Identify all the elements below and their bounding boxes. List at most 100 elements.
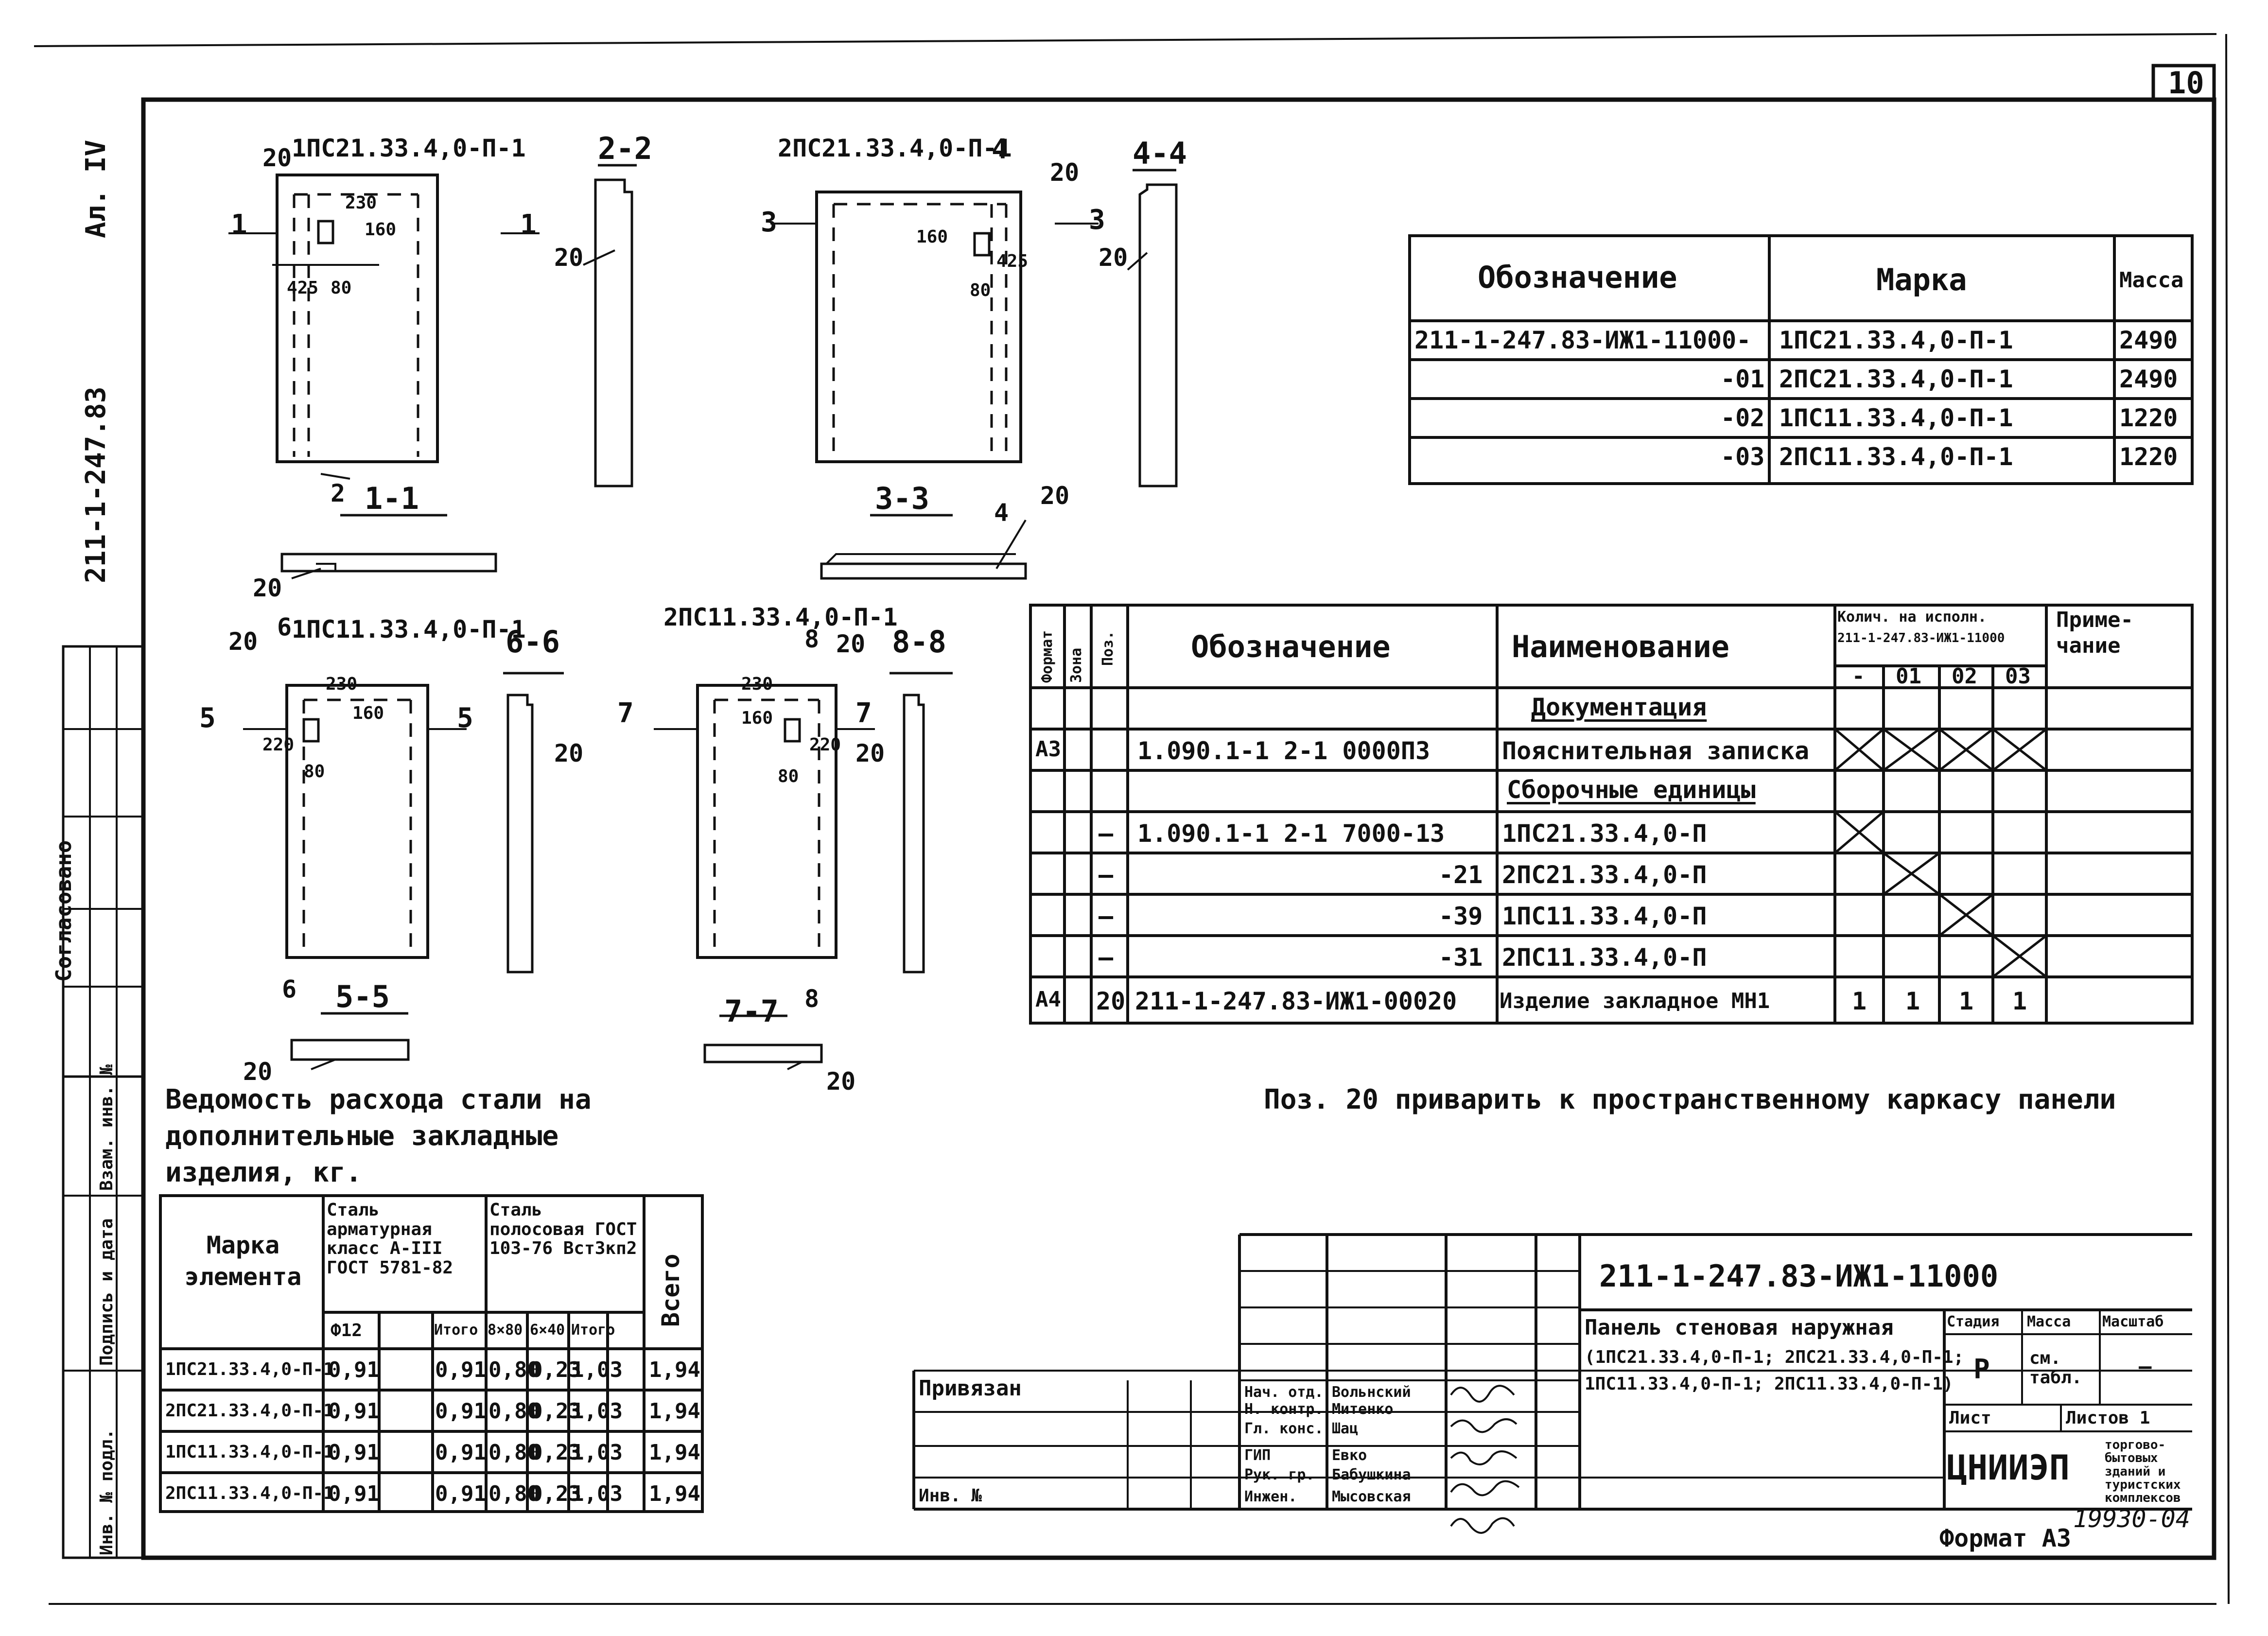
spec-row-5-pos: — <box>1099 943 1114 972</box>
panel-4-mark: 2ПС11.33.4,0-П-1 <box>663 603 898 631</box>
title-name-line-2: (1ПС21.33.4,0-П-1; 2ПС21.33.4,0-П-1; <box>1585 1347 1964 1367</box>
steel-row-3-mark: 1ПС11.33.4,0-П-1 <box>165 1442 334 1462</box>
spec-row-1-format: А3 <box>1035 737 1061 762</box>
margin-inv-label: Инв. № подл. <box>97 1428 117 1555</box>
cut-2-bottom: 2 <box>331 479 346 507</box>
panel-4-dim-80: 80 <box>778 766 799 786</box>
spec-qty-col-3: 02 <box>1952 664 1977 689</box>
role-6-name: Мысовская <box>1332 1488 1411 1505</box>
spec-row-2-pos: — <box>1099 819 1114 848</box>
spec-row-1-designation: 1.090.1-1 2-1 0000ПЗ <box>1137 737 1431 765</box>
steel-row-1-8x80: 0,80 <box>488 1358 540 1382</box>
steel-row-1-total: 1,94 <box>649 1358 700 1382</box>
panel-4-pos: 20 <box>836 630 866 658</box>
section-8-8-label: 8-8 <box>892 624 946 660</box>
steel-row-2-8x80: 0,80 <box>488 1399 540 1424</box>
section-7-7-pos: 20 <box>826 1067 856 1096</box>
section-2-2-label: 2-2 <box>598 131 652 166</box>
title-sheets-header: Листов 1 <box>2066 1408 2150 1428</box>
steel-row-2-phi12: 0,91 <box>328 1399 380 1424</box>
cut-8-top: 8 <box>804 625 820 653</box>
title-org: ЦНИИЭП <box>1947 1448 2070 1488</box>
role-5-name: Бабушкина <box>1332 1466 1411 1483</box>
section-8-8-shape <box>903 694 925 974</box>
role-3-title: Гл. конс. <box>1244 1420 1324 1437</box>
mass-row-4-mass: 1220 <box>2119 443 2178 471</box>
mass-row-2-mass: 2490 <box>2119 365 2178 393</box>
title-scale-value: — <box>2139 1354 2152 1379</box>
title-mass-value: см. табл. <box>2029 1348 2082 1388</box>
panel-1-dim-425: 425 <box>287 278 319 298</box>
steel-row-1-mark: 1ПС21.33.4,0-П-1 <box>165 1359 334 1379</box>
panel-3-dim-80: 80 <box>304 762 325 782</box>
steel-row-2-rebar-total: 0,91 <box>435 1399 487 1424</box>
spec-row-6-q3: 1 <box>1959 987 1974 1015</box>
mass-row-4-mark: 2ПС11.33.4,0-П-1 <box>1779 443 2013 471</box>
spec-table-lines <box>1029 604 2194 1025</box>
steel-row-3-6x40: 0,23 <box>530 1440 581 1465</box>
mass-header-mark: Марка <box>1876 262 1967 297</box>
spec-row-4-designation: -39 <box>1439 902 1483 930</box>
steel-row-3-8x80: 0,80 <box>488 1440 540 1465</box>
steel-row-2-total: 1,94 <box>649 1399 700 1424</box>
role-1-title: Нач. отд. <box>1244 1384 1324 1401</box>
steel-row-4-phi12: 0,91 <box>328 1481 380 1506</box>
role-4-name: Евко <box>1332 1447 1367 1464</box>
panel-1-pos: 20 <box>262 144 292 172</box>
spec-row-5-name: 2ПС11.33.4,0-П <box>1502 943 1707 972</box>
section-2-2-shape <box>594 178 633 487</box>
mass-header-designation: Обозначение <box>1478 260 1677 295</box>
steel-row-1-6x40: 0,23 <box>530 1358 581 1382</box>
section-1-1-pos: 20 <box>253 574 282 602</box>
panel-3-dim-230: 230 <box>326 674 358 694</box>
mass-row-3-mass: 1220 <box>2119 404 2178 432</box>
cut-4-bottom: 4 <box>994 499 1009 527</box>
mass-row-4-designation: -03 <box>1721 443 1765 471</box>
spec-row-3-pos: — <box>1099 861 1114 889</box>
margin-replace-label: Взам. инв. № <box>97 1064 117 1191</box>
spec-h-format: Формат <box>1039 630 1056 683</box>
section-8-8-pos: 20 <box>855 739 885 767</box>
role-1-name: Вольнский <box>1332 1384 1411 1401</box>
section-4-4-pos: 20 <box>1099 244 1128 272</box>
section-7-7-label: 7-7 <box>724 993 779 1029</box>
spec-row-6-format: А4 <box>1035 987 1061 1012</box>
steel-row-3-total: 1,94 <box>649 1440 700 1465</box>
steel-title-line-1: Ведомость расхода стали на <box>165 1084 592 1115</box>
panel-1-dim-230: 230 <box>345 193 377 213</box>
steel-row-4-mark: 2ПС11.33.4,0-П-1 <box>165 1483 334 1503</box>
panel-4-dim-230: 230 <box>741 674 773 694</box>
section-3-3-label: 3-3 <box>875 481 929 516</box>
title-stage-header: Стадия <box>1947 1313 2000 1330</box>
spec-row-2-name: 1ПС21.33.4,0-П <box>1502 819 1707 848</box>
section-1-1-shape <box>280 553 497 573</box>
section-3-3-pos: 20 <box>1040 482 1070 510</box>
title-inv: Инв. № <box>919 1486 982 1506</box>
section-6-6-shape <box>506 694 534 974</box>
mass-row-2-mark: 2ПС21.33.4,0-П-1 <box>1779 365 2013 393</box>
cut-3-left: 3 <box>761 207 777 238</box>
spec-qty-col-2: 01 <box>1896 664 1921 689</box>
cut-8-bottom: 8 <box>804 985 820 1013</box>
title-mass-header: Масса <box>2027 1313 2071 1330</box>
mass-row-1-mark: 1ПС21.33.4,0-П-1 <box>1779 326 2013 354</box>
title-scale-header: Масштаб <box>2102 1313 2164 1330</box>
panel-3-pos: 20 <box>228 627 258 656</box>
cut-1-right: 1 <box>520 209 537 241</box>
margin-doc-code: 211-1-247.83 <box>80 386 112 583</box>
steel-table-lines <box>159 1194 704 1513</box>
steel-row-1-phi12: 0,91 <box>328 1358 380 1382</box>
role-6-title: Инжен. <box>1244 1488 1297 1505</box>
title-block-lines <box>912 1233 2192 1511</box>
panel-3-mark: 1ПС11.33.4,0-П-1 <box>292 615 526 644</box>
role-2-name: Митенко <box>1332 1401 1394 1418</box>
panel-1-view <box>228 174 540 517</box>
panel-2-dim-160: 160 <box>916 227 948 247</box>
mass-row-3-mark: 1ПС11.33.4,0-П-1 <box>1779 404 2013 432</box>
spec-row-6-name: Изделие закладное МН1 <box>1500 989 1770 1013</box>
steel-sub-1: Ф12 <box>331 1321 363 1340</box>
panel-3-dim-160: 160 <box>352 703 384 723</box>
steel-row-4-rebar-total: 0,91 <box>435 1481 487 1506</box>
spec-row-4-name: 1ПС11.33.4,0-П <box>1502 902 1707 930</box>
title-code: 211-1-247.83-ИЖ1-11000 <box>1599 1258 1999 1294</box>
